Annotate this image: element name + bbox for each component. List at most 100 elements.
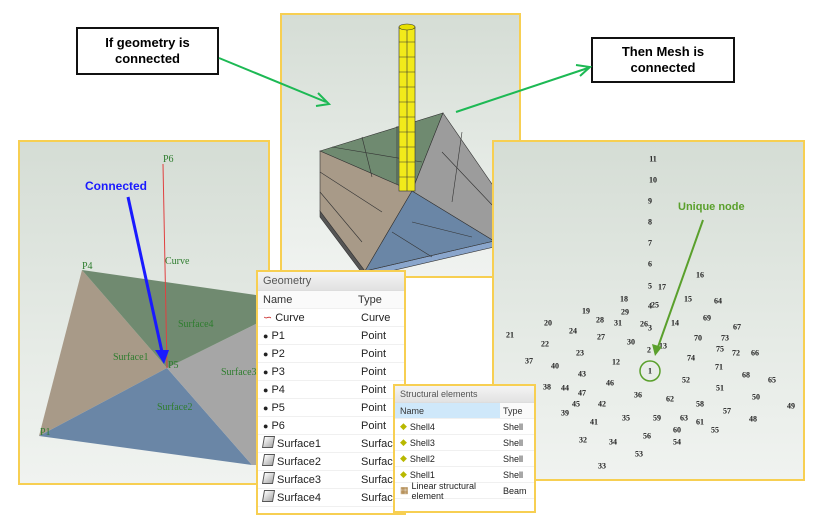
node-label: 7 xyxy=(648,238,652,248)
geometry-view-panel: P6 P4 P5 P1 Curve Surface1 Surface2 Surf… xyxy=(18,140,270,485)
node-label: 75 xyxy=(716,344,724,354)
point-label-p1: P1 xyxy=(40,427,51,438)
node-label: 59 xyxy=(653,413,661,423)
row-type: Point xyxy=(361,329,387,342)
structural-panel-title: Structural elements xyxy=(395,386,534,403)
node-label: 4 xyxy=(648,301,652,311)
node-label: 62 xyxy=(666,394,674,404)
point-icon: ● xyxy=(263,366,269,377)
node-label: 44 xyxy=(561,383,569,393)
node-label: 34 xyxy=(609,437,617,447)
row-type: Shell xyxy=(503,421,524,432)
node-label: 60 xyxy=(673,425,681,435)
node-label: 6 xyxy=(648,259,652,269)
column-header-name[interactable]: Name xyxy=(263,293,293,306)
column-header-name[interactable]: Name xyxy=(395,403,500,418)
node-label: 41 xyxy=(590,417,598,427)
node-label: 57 xyxy=(723,406,731,416)
row-name: P5 xyxy=(271,401,285,414)
row-name: Surface3 xyxy=(277,473,322,486)
node-label: 29 xyxy=(621,307,629,317)
node-label: 42 xyxy=(598,399,606,409)
surface1-shape xyxy=(39,270,167,436)
geometry-column-headers: Name Type xyxy=(258,291,404,309)
node-label: 68 xyxy=(742,370,750,380)
node-label: 26 xyxy=(640,319,648,329)
node-label: 27 xyxy=(597,332,605,342)
node-label: 3 xyxy=(648,323,652,333)
column-header-type[interactable]: Type xyxy=(503,405,523,416)
point-icon: ● xyxy=(263,384,269,395)
node-label: 63 xyxy=(680,413,688,423)
node-label: 20 xyxy=(544,318,552,328)
callout-text: If geometry is connected xyxy=(105,35,190,66)
node-label: 55 xyxy=(711,425,719,435)
node-label: 72 xyxy=(732,348,740,358)
row-name: Curve xyxy=(275,311,305,324)
row-type: Point xyxy=(361,401,387,414)
row-type: Point xyxy=(361,365,387,378)
row-type: Surface xyxy=(361,455,399,468)
row-type: Beam xyxy=(503,485,527,496)
node-label: 58 xyxy=(696,399,704,409)
node-label: 31 xyxy=(614,318,622,328)
node-label: 9 xyxy=(648,196,652,206)
node-label: 61 xyxy=(696,417,704,427)
node-label: 73 xyxy=(721,333,729,343)
node-label: 14 xyxy=(671,318,679,328)
node-label: 66 xyxy=(751,348,759,358)
tree-row[interactable]: Surface3 Surface xyxy=(258,471,404,489)
surface3-label: Surface3 xyxy=(221,367,257,378)
surface-icon xyxy=(261,472,276,487)
node-label: 64 xyxy=(714,296,722,306)
row-name: Shell2 xyxy=(409,453,435,464)
node-label: 21 xyxy=(506,330,514,340)
node-label: 5 xyxy=(648,281,652,291)
node-label: 25 xyxy=(651,300,659,310)
node-label: 39 xyxy=(561,408,569,418)
column-header-type[interactable]: Type xyxy=(358,293,382,306)
node-label: 37 xyxy=(525,356,533,366)
shell-icon: ◆ xyxy=(400,453,407,463)
node-label: 23 xyxy=(576,348,584,358)
point-icon: ● xyxy=(263,402,269,413)
row-type: Point xyxy=(361,419,387,432)
row-type: Surface xyxy=(361,437,399,450)
node-label: 24 xyxy=(569,326,577,336)
node-label: 12 xyxy=(612,357,620,367)
geometry-connected-callout: If geometry is connected xyxy=(76,27,219,75)
row-type: Shell xyxy=(503,469,524,480)
row-type: Shell xyxy=(503,453,524,464)
node-label: 28 xyxy=(596,315,604,325)
unique-node-label: Unique node xyxy=(678,201,745,213)
node-label: 69 xyxy=(703,313,711,323)
curve-icon: ∽ xyxy=(263,312,273,324)
node-label: 50 xyxy=(752,392,760,402)
surface3-shape xyxy=(167,317,268,465)
tree-row[interactable]: ◆Shell2 Shell xyxy=(395,451,534,467)
surface-icon xyxy=(261,436,276,451)
node-label: 22 xyxy=(541,339,549,349)
node-label: 15 xyxy=(684,294,692,304)
tree-row[interactable]: ●P5 Point xyxy=(258,399,404,417)
point-icon: ● xyxy=(263,348,269,359)
row-type: Surface xyxy=(361,473,399,486)
unique-node-circle xyxy=(639,360,661,382)
node-label: 10 xyxy=(649,175,657,185)
node-label: 30 xyxy=(627,337,635,347)
point-label-p5: P5 xyxy=(168,360,179,371)
